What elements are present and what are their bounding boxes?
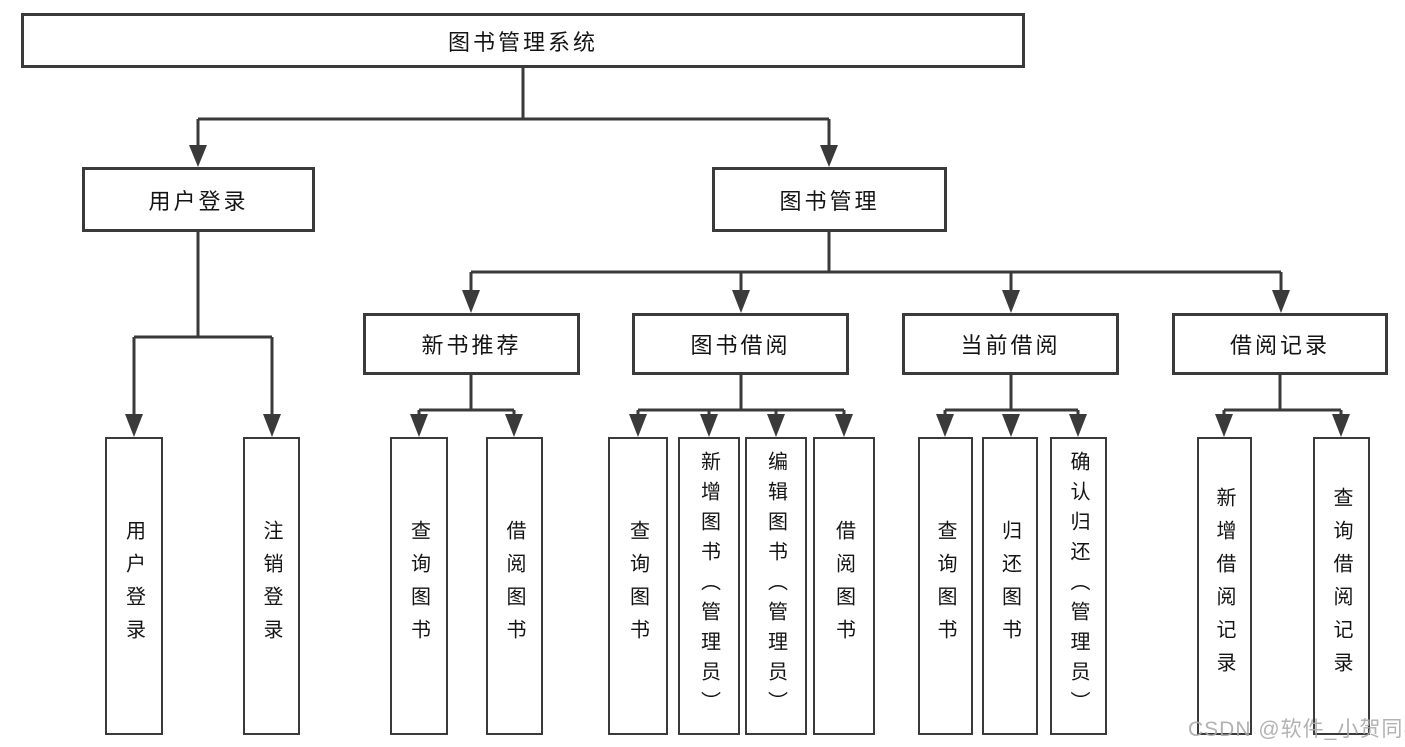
leaf-borrow-books-recommend-label: 借阅图书 <box>503 520 525 652</box>
node-book-borrow: 图书借阅 <box>632 313 849 375</box>
connector-recommend-to-leaves <box>417 375 516 421</box>
leaf-borrow-books-recommend: 借阅图书 <box>486 437 543 735</box>
leaf-query-borrow-record: 查询借阅记录 <box>1313 437 1370 735</box>
csdn-watermark: CSDN @软件_小贺同学 <box>1188 718 1405 741</box>
leaf-user-login: 用户登录 <box>105 437 163 735</box>
node-current-borrow-label: 当前借阅 <box>960 333 1061 358</box>
node-user-login: 用户登录 <box>82 167 315 232</box>
node-root-system: 图书管理系统 <box>21 13 1025 68</box>
connector-current-to-leaves <box>943 375 1080 421</box>
node-new-book-recommend: 新书推荐 <box>363 313 580 375</box>
leaf-user-login-label: 用户登录 <box>122 520 145 652</box>
leaf-add-book-admin: 新增图书（管理员） <box>678 437 740 735</box>
arrowheads <box>125 145 1350 437</box>
leaf-query-books-current: 查询图书 <box>918 437 973 735</box>
leaf-logout-label: 注销登录 <box>260 520 282 652</box>
leaf-query-borrow-record-label: 查询借阅记录 <box>1330 487 1352 685</box>
connector-records-to-leaves <box>1222 375 1343 421</box>
leaf-edit-book-admin: 编辑图书（管理员） <box>745 437 807 735</box>
node-borrow-records: 借阅记录 <box>1172 313 1388 375</box>
connector-root-to-level2 <box>196 68 831 150</box>
leaf-borrow-books-label: 借阅图书 <box>832 520 855 652</box>
leaf-query-books-current-label: 查询图书 <box>934 520 956 652</box>
node-current-borrow: 当前借阅 <box>902 313 1119 375</box>
leaf-return-books-label: 归还图书 <box>998 520 1021 652</box>
connector-borrow-to-leaves <box>636 375 846 421</box>
leaf-confirm-return-admin-label: 确认归还（管理员） <box>1067 451 1089 721</box>
leaf-confirm-return-admin: 确认归还（管理员） <box>1050 437 1107 735</box>
node-book-management-label: 图书管理 <box>779 188 880 214</box>
leaf-query-books-recommend: 查询图书 <box>390 437 448 735</box>
leaf-borrow-books: 借阅图书 <box>813 437 875 735</box>
node-new-book-recommend-label: 新书推荐 <box>421 333 522 358</box>
leaf-query-books-recommend-label: 查询图书 <box>407 520 430 652</box>
leaf-logout: 注销登录 <box>243 437 300 735</box>
node-book-management: 图书管理 <box>712 167 947 232</box>
node-root-label: 图书管理系统 <box>447 29 598 55</box>
node-borrow-records-label: 借阅记录 <box>1229 333 1330 358</box>
leaf-add-borrow-record: 新增借阅记录 <box>1197 437 1252 735</box>
leaf-add-borrow-record-label: 新增借阅记录 <box>1213 487 1235 685</box>
leaf-add-book-admin-label: 新增图书（管理员） <box>697 451 720 721</box>
leaf-return-books: 归还图书 <box>982 437 1038 735</box>
leaf-query-books-borrow-label: 查询图书 <box>626 520 649 652</box>
node-user-login-label: 用户登录 <box>148 188 249 214</box>
connector-bookmgmt-to-level3 <box>469 232 1283 296</box>
connector-userlogin-to-leaves <box>132 232 274 419</box>
leaf-query-books-borrow: 查询图书 <box>608 437 668 735</box>
node-book-borrow-label: 图书借阅 <box>690 333 791 358</box>
leaf-edit-book-admin-label: 编辑图书（管理员） <box>764 451 787 721</box>
